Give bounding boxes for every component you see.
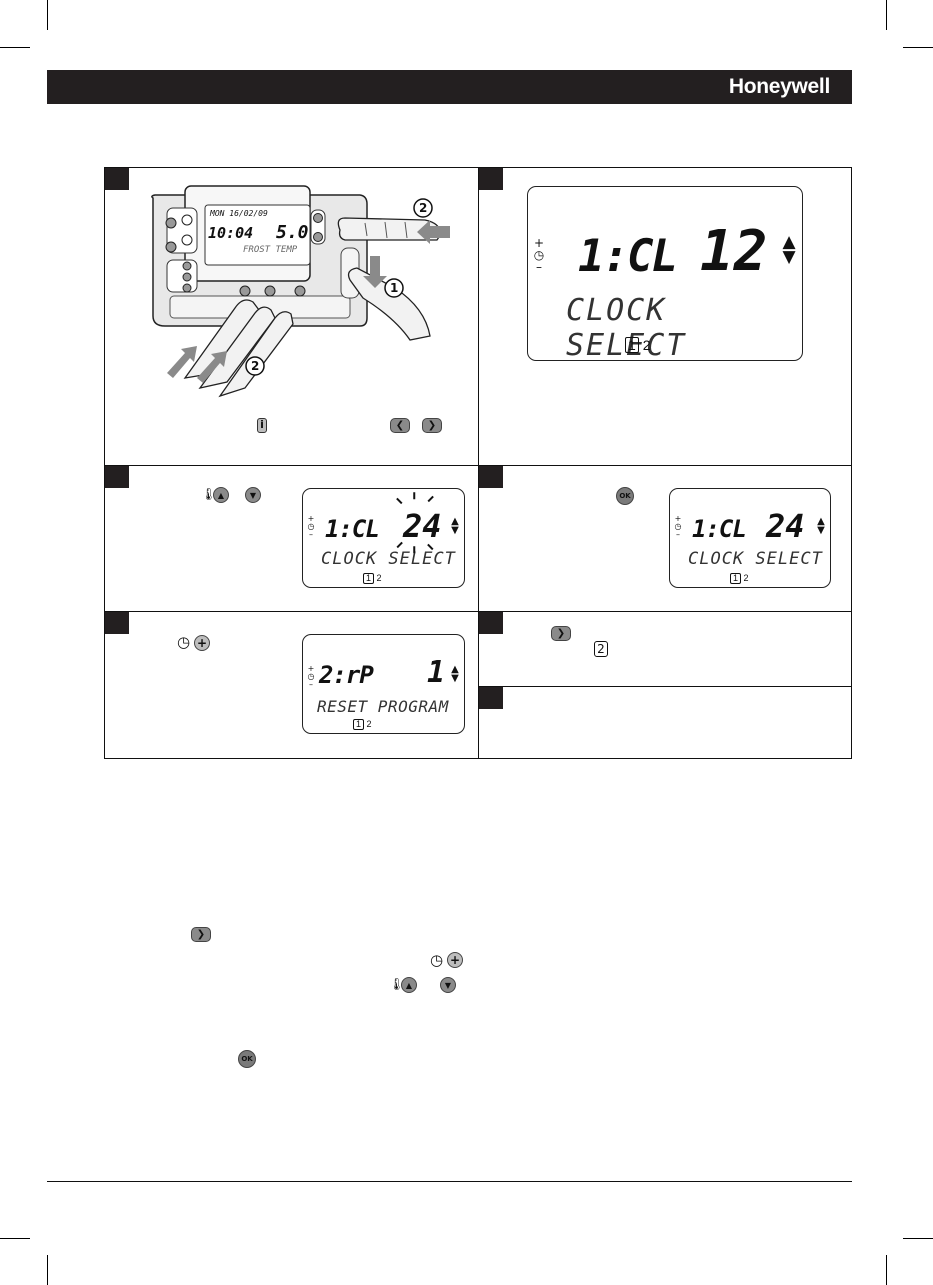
right-arrow-button-icon: ❯ <box>551 626 571 641</box>
clock-plus-minus-icon: +◷– <box>307 664 315 689</box>
crop-mark <box>47 1255 48 1285</box>
step-badge-7 <box>479 687 503 709</box>
step-badge-3 <box>105 466 129 488</box>
lcd-value: 24 <box>766 507 805 545</box>
grid-divider <box>478 686 852 687</box>
lcd-label: RESET PROGRAM <box>317 697 449 716</box>
temp-up-button-icon: ▲ <box>213 487 229 503</box>
lcd-display-reset-program: +◷– 2:rP 1 ▲▼ RESET PROGRAM 1 2 <box>302 634 465 734</box>
program-indicator: 1 2 <box>353 719 372 730</box>
crop-mark <box>886 0 887 30</box>
step-badge-2 <box>479 168 503 190</box>
temperature-icon: 🌡 <box>201 487 217 501</box>
right-arrow-button-icon: ❯ <box>191 927 211 942</box>
right-arrow-button-icon: ❯ <box>422 418 442 433</box>
brand-logo: Honeywell <box>728 75 830 98</box>
temp-down-button-icon: ▼ <box>245 487 261 503</box>
step-badge-5 <box>105 612 129 634</box>
crop-mark <box>903 47 933 48</box>
grid-divider <box>478 167 479 759</box>
step-badge-6 <box>479 612 503 634</box>
callout-number: 2 <box>251 359 260 373</box>
crop-mark <box>903 1238 933 1239</box>
lcd-label: CLOCK SELECT <box>688 549 823 569</box>
up-down-arrows-icon: ▲▼ <box>451 516 459 536</box>
grid-divider <box>104 611 852 612</box>
up-down-arrows-icon: ▲▼ <box>817 516 825 536</box>
callout-number: 1 <box>390 281 399 295</box>
lcd-label: CLOCK SELECT <box>566 293 687 363</box>
lcd-value: 1 <box>427 655 446 690</box>
lcd-code: 2:rP <box>319 661 374 689</box>
lcd-code: 1:CL <box>578 231 678 282</box>
plus-button-icon: + <box>447 952 463 968</box>
clock-plus-minus-icon: +◷– <box>674 514 682 539</box>
program-indicator: 1 2 <box>363 573 382 584</box>
plus-button-icon: + <box>194 635 210 651</box>
lcd-display-confirmed: +◷– 1:CL 24 ▲▼ CLOCK SELECT 1 2 <box>669 488 831 588</box>
flash-mark <box>413 492 416 500</box>
footer-rule <box>47 1181 852 1182</box>
program-2-indicator-icon: 2 <box>594 641 608 657</box>
up-down-arrows-icon: ▲▼ <box>782 232 796 268</box>
program-indicator: 1 2 <box>730 573 749 584</box>
flash-mark <box>413 546 416 554</box>
step-badge-1 <box>105 168 129 190</box>
grid-divider <box>104 465 852 466</box>
clock-icon: ◷ <box>177 633 191 651</box>
up-down-arrows-icon: ▲▼ <box>451 664 459 684</box>
program-indicator: 1 2 <box>625 337 650 353</box>
left-arrow-button-icon: ❮ <box>390 418 410 433</box>
info-button-icon: i <box>257 418 267 433</box>
temperature-icon: 🌡 <box>389 977 405 991</box>
lcd-code: 1:CL <box>325 515 380 543</box>
lcd-display-large: +◷– 1:CL 12 ▲▼ CLOCK SELECT 1 2 <box>527 186 803 363</box>
device-time: 10:04 <box>208 224 254 242</box>
lcd-value: 12 <box>700 219 768 284</box>
device-date: MON 16/02/09 <box>210 209 268 218</box>
thermostat-illustration <box>151 185 450 398</box>
ok-button-icon: OK <box>616 487 634 505</box>
lcd-display-flashing: +◷– 1:CL 24 ▲▼ CLOCK SELECT 1 2 <box>302 488 465 588</box>
crop-mark <box>47 0 48 30</box>
ok-button-icon: OK <box>238 1050 256 1068</box>
device-status: FROST TEMP <box>243 245 298 255</box>
device-temp: 5.0 <box>276 222 309 243</box>
crop-mark <box>0 47 30 48</box>
lcd-label: CLOCK SELECT <box>321 549 456 569</box>
crop-mark <box>886 1255 887 1285</box>
header-bar: Honeywell <box>47 70 852 104</box>
lcd-value-flashing: 24 <box>403 507 442 545</box>
clock-plus-minus-icon: +◷– <box>533 236 545 274</box>
lcd-code: 1:CL <box>692 515 747 543</box>
callout-number: 2 <box>419 201 428 215</box>
step-badge-4 <box>479 466 503 488</box>
temp-up-button-icon: ▲ <box>401 977 417 993</box>
clock-icon: ◷ <box>430 951 444 969</box>
clock-plus-minus-icon: +◷– <box>307 514 315 539</box>
temp-down-button-icon: ▼ <box>440 977 456 993</box>
crop-mark <box>0 1238 30 1239</box>
